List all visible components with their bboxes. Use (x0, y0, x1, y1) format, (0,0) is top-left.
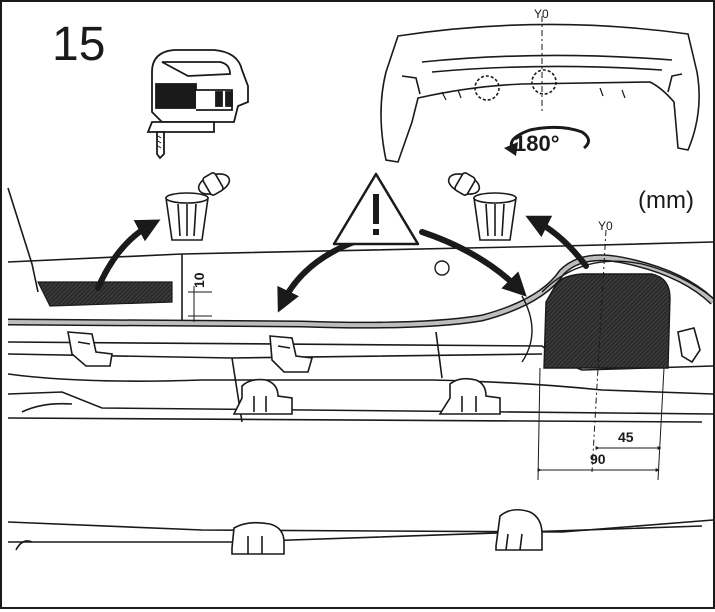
tab-offset-dimension (188, 286, 212, 322)
rotation-label: 180° (514, 131, 560, 156)
right-cut-area (543, 273, 671, 369)
mounting-hole (434, 260, 450, 276)
bumper-tab (438, 377, 501, 415)
bumper-tab (232, 378, 293, 415)
bumper-tab (495, 508, 543, 551)
rotate-180-icon: 180° (504, 125, 590, 156)
step-number: 15 (52, 18, 105, 71)
bumper-clip (677, 327, 701, 364)
width-dimensions (537, 367, 665, 481)
full-width-label: 90 (590, 451, 606, 467)
left-cut-area (37, 281, 173, 307)
clip-icon (447, 172, 481, 196)
bumper-icon (380, 23, 700, 163)
bumper-tab (231, 521, 285, 555)
removal-arrows (95, 215, 589, 313)
jigsaw-icon (146, 49, 249, 160)
half-width-label: 45 (618, 429, 634, 445)
main-axis-label: Y0 (598, 219, 613, 233)
main-axis-line (591, 229, 607, 473)
bumper-clip (269, 335, 314, 373)
clip-icon (197, 172, 231, 196)
bumper-clip (67, 331, 113, 367)
trash-bin-icon (165, 192, 209, 241)
warning-icon (332, 172, 420, 246)
top-axis-label: Y0 (534, 7, 549, 21)
units-label: (mm) (638, 187, 694, 214)
trash-bin-icon (473, 192, 517, 241)
tab-offset-label: 10 (191, 272, 207, 288)
